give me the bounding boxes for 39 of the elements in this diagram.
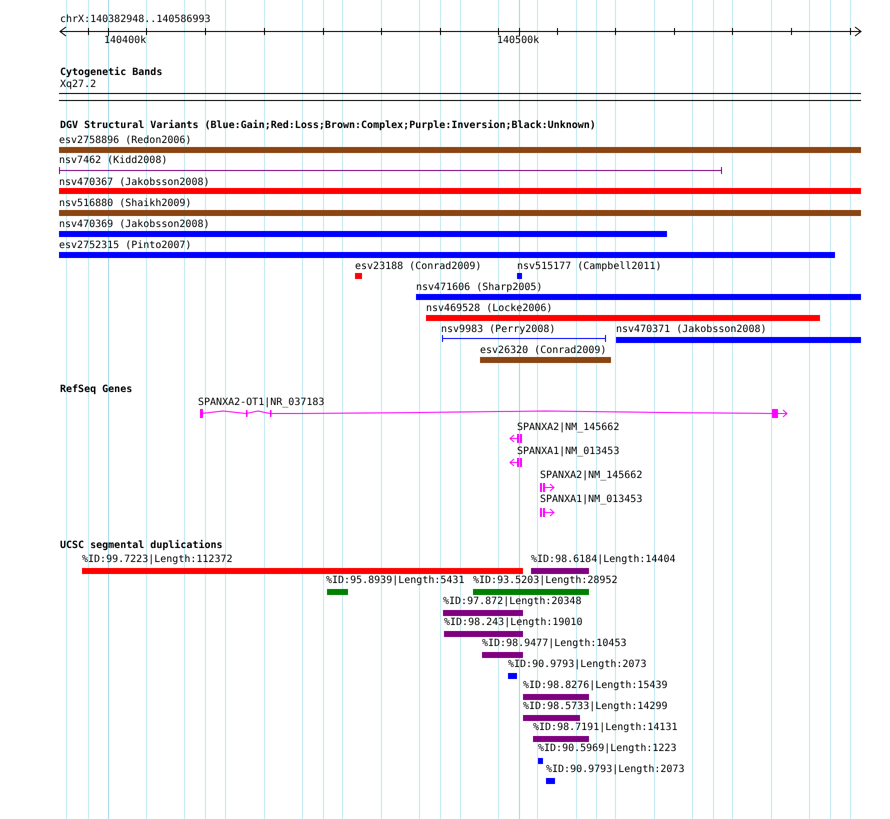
gene-label: SPANXA2|NM_145662 (540, 470, 642, 481)
track-title: DGV Structural Variants (Blue:Gain;Red:Loss;Brown:Complex;Purple:Inversion;Black:Unknown) (60, 120, 596, 131)
feature-label: %ID:90.9793|Length:2073 (546, 764, 684, 775)
feature-label: %ID:93.5203|Length:28952 (473, 575, 618, 586)
tick-label: 140500k (497, 35, 540, 46)
feature-label: %ID:98.243|Length:19010 (444, 617, 582, 628)
feature-label: nsv470369 (Jakobsson2008) (59, 219, 210, 230)
track-title: Cytogenetic Bands (60, 67, 162, 78)
feature-label: nsv469528 (Locke2006) (426, 303, 552, 314)
band-label: Xq27.2 (60, 79, 96, 90)
feature-label: esv23188 (Conrad2009) (355, 261, 482, 272)
gene-label: SPANXA2-OT1|NR_037183 (198, 397, 324, 408)
feature-label: nsv516880 (Shaikh2009) (59, 198, 192, 209)
feature-label: %ID:98.8276|Length:15439 (523, 680, 668, 691)
feature-label: %ID:95.8939|Length:5431 (326, 575, 464, 586)
coordinate-label: chrX:140382948..140586993 (60, 14, 211, 25)
gene-label: SPANXA2|NM_145662 (517, 422, 620, 433)
feature-label: %ID:90.5969|Length:1223 (538, 743, 676, 754)
feature-label: esv26320 (Conrad2009) (480, 345, 606, 356)
feature-label: %ID:98.5733|Length:14299 (523, 701, 668, 712)
gene-label: SPANXA1|NM_013453 (540, 494, 642, 505)
feature-label: %ID:98.6184|Length:14404 (531, 554, 676, 565)
tick-label: 140400k (104, 35, 146, 46)
track-title: UCSC segmental duplications (60, 540, 223, 551)
feature-label: esv2758896 (Redon2006) (59, 135, 192, 146)
feature-label: nsv470367 (Jakobsson2008) (59, 177, 210, 188)
track-title: RefSeq Genes (60, 384, 132, 395)
feature-label: %ID:90.9793|Length:2073 (508, 659, 646, 670)
feature-label: nsv9983 (Perry2008) (441, 324, 556, 335)
feature-label: %ID:99.7223|Length:112372 (82, 554, 233, 565)
feature-label: %ID:98.9477|Length:10453 (482, 638, 626, 649)
feature-label: nsv7462 (Kidd2008) (59, 155, 168, 166)
feature-label: nsv470371 (Jakobsson2008) (616, 324, 767, 335)
feature-label: esv2752315 (Pinto2007) (59, 240, 192, 251)
feature-label: %ID:98.7191|Length:14131 (533, 722, 678, 733)
feature-label: nsv515177 (Campbell2011) (517, 261, 662, 272)
feature-label: nsv471606 (Sharp2005) (416, 282, 542, 293)
feature-label: %ID:97.872|Length:20348 (443, 596, 582, 607)
gene-label: SPANXA1|NM_013453 (517, 446, 620, 457)
